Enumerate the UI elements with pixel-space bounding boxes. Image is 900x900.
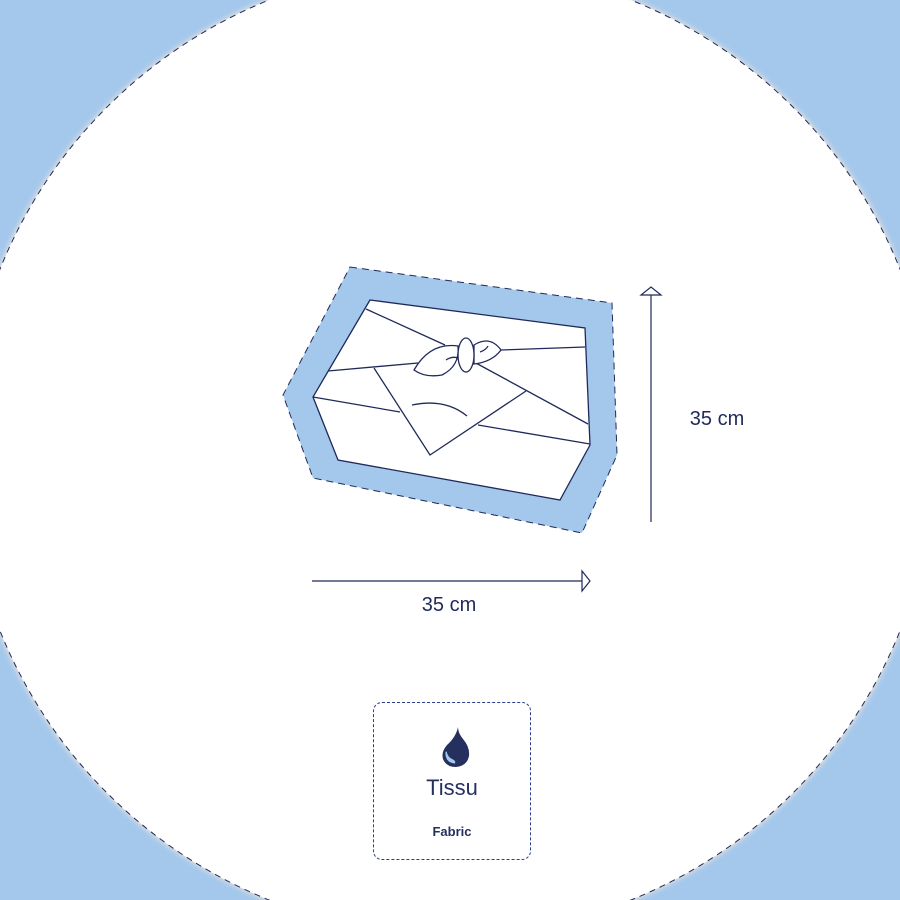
material-card: Tissu Fabric (373, 702, 531, 860)
material-title: Tissu (426, 775, 478, 800)
material-subtitle: Fabric (432, 824, 472, 839)
height-label: 35 cm (689, 408, 745, 430)
width-label: 35 cm (421, 594, 477, 616)
water-drop-icon (442, 727, 470, 767)
height-arrow (639, 286, 663, 522)
wrapped-box-icon (282, 266, 618, 534)
width-arrow (312, 569, 591, 593)
